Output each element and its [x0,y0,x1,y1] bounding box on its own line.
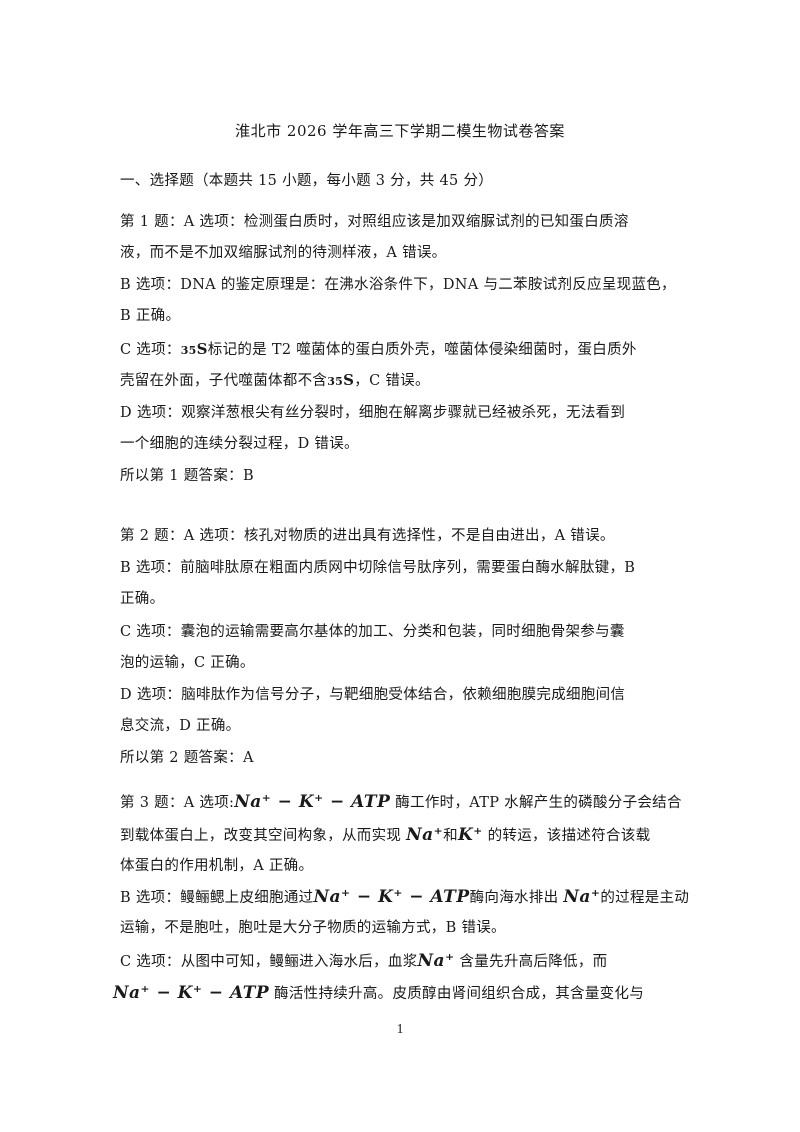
q3-a-suffix: 酶工作时，ATP 水解产生的磷酸分子会结合 [390,795,682,811]
q3-c-suffix: 含量先升高后降低，而 [454,954,608,970]
isotope-symbol: S [343,371,355,389]
q1-option-c-line2: 壳留在外面，子代噬菌体都不含35S，C 错误。 [120,371,430,391]
na-ion-formula: Na⁺ [406,825,444,845]
na-k-atp-formula: Na⁺ − K⁺ − ATP [313,887,470,907]
q2-option-b-line2: 正确。 [120,591,165,607]
q3-b-prefix: B 选项：鳗鲡鳃上皮细胞通过 [120,890,314,906]
q3-option-b-line2: 运输，不是胞吐，胞吐是大分子物质的运输方式，B 错误。 [120,920,506,936]
isotope-35s: 35S [181,340,208,358]
q3-b-mid: 酶向海水排出 [469,890,564,906]
q1-option-d-line2: 一个细胞的连续分裂过程，D 错误。 [120,436,359,452]
q1-c2-suffix: ，C 错误。 [354,373,430,389]
q2-answer: 所以第 2 题答案：A [120,750,254,766]
page-title: 淮北市 2026 学年高三下学期二模生物试卷答案 [235,122,565,140]
page-number: 1 [396,1022,404,1037]
q1-c-suffix: 标记的是 T2 噬菌体的蛋白质外壳，噬菌体侵染细菌时，蛋白质外 [207,342,637,358]
q1-option-b-line1: B 选项：DNA 的鉴定原理是：在沸水浴条件下，DNA 与二苯胺试剂反应呈现蓝色… [120,277,676,293]
q1-option-a-line1: 第 1 题：A 选项：检测蛋白质时，对照组应该是加双缩脲试剂的已知蛋白质溶 [120,214,629,230]
q3-option-c-line2: Na⁺ − K⁺ − ATP 酶活性持续升高。皮质醇由肾间组织合成，其含量变化与 [113,984,644,1003]
q3-a2-suffix: 的转运，该描述符合该载 [482,828,651,844]
q1-c2-prefix: 壳留在外面，子代噬菌体都不含 [120,373,328,389]
q1-option-c-line1: C 选项：35S标记的是 T2 噬菌体的蛋白质外壳，噬菌体侵染细菌时，蛋白质外 [120,340,637,360]
isotope-35s: 35S [327,371,354,389]
isotope-number: 35 [180,344,197,357]
q3-option-a-line3: 体蛋白的作用机制，A 正确。 [120,858,314,874]
q3-option-b-line1: B 选项：鳗鲡鳃上皮细胞通过Na⁺ − K⁺ − ATP酶向海水排出 Na⁺的过… [120,888,689,907]
isotope-symbol: S [196,340,208,358]
q2-option-b-line1: B 选项：前脑啡肽原在粗面内质网中切除信号肽序列，需要蛋白酶水解肽键，B [120,560,636,576]
na-ion-formula: Na⁺ [563,887,601,907]
na-k-atp-formula: Na⁺ − K⁺ − ATP [113,983,270,1003]
q3-c2-suffix: 酶活性持续升高。皮质醇由肾间组织合成，其含量变化与 [269,986,645,1002]
q2-option-c-line2: 泡的运输，C 正确。 [120,655,255,671]
isotope-number: 35 [327,375,344,388]
q1-option-d-line1: D 选项：观察洋葱根尖有丝分裂时，细胞在解离步骤就已经被杀死，无法看到 [120,405,626,421]
q1-answer: 所以第 1 题答案：B [120,468,254,484]
q3-a-prefix: 第 3 题：A 选项: [120,795,235,811]
q1-c-prefix: C 选项： [120,342,181,358]
q3-a2-prefix: 到载体蛋白上，改变其空间构象，从而实现 [120,828,407,844]
q2-option-c-line1: C 选项：囊泡的运输需要高尔基体的加工、分类和包装，同时细胞骨架参与囊 [120,624,625,640]
na-ion-formula: Na⁺ [417,951,455,971]
section-heading: 一、选择题（本题共 15 小题，每小题 3 分，共 45 分） [120,173,494,189]
q2-option-a-line1: 第 2 题：A 选项：核孔对物质的进出具有选择性，不是自由进出，A 错误。 [120,528,615,544]
q3-option-a-line2: 到载体蛋白上，改变其空间构象，从而实现 Na⁺和K⁺ 的转运，该描述符合该载 [120,826,650,845]
q3-a2-mid: 和 [443,828,458,844]
q2-option-d-line1: D 选项：脑啡肽作为信号分子，与靶细胞受体结合，依赖细胞膜完成细胞间信 [120,687,626,703]
q3-option-c-line1: C 选项：从图中可知，鳗鲡进入海水后，血浆Na⁺ 含量先升高后降低，而 [120,952,607,971]
q2-option-d-line2: 息交流，D 正确。 [120,718,241,734]
q1-option-b-line2: B 正确。 [120,308,181,324]
q3-b-suffix: 的过程是主动 [600,890,690,906]
q3-c-prefix: C 选项：从图中可知，鳗鲡进入海水后，血浆 [120,954,418,970]
q1-option-a-line2: 液，而不是不加双缩脲试剂的待测样液，A 错误。 [120,245,447,261]
q3-option-a-line1: 第 3 题：A 选项:Na⁺ − K⁺ − ATP 酶工作时，ATP 水解产生的… [120,793,682,812]
k-ion-formula: K⁺ [457,825,483,845]
na-k-atp-formula: Na⁺ − K⁺ − ATP [234,792,391,812]
